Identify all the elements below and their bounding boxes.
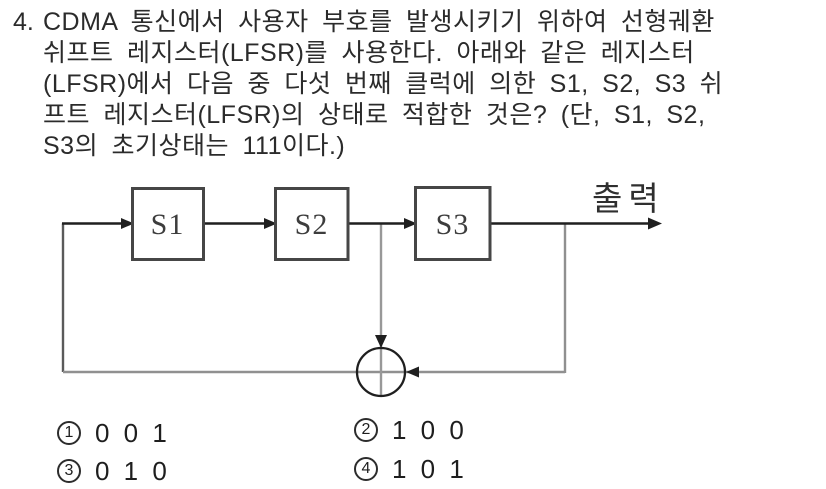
option-2-value: 1 0 0 (392, 414, 465, 445)
register-box-s3 (414, 186, 492, 261)
question-line-text: CDMA 통신에서 사용자 부호를 발생시키기 위하여 선형궤환 (43, 8, 715, 36)
arrow-into-xor-top-icon (375, 335, 387, 348)
register-label-s1: S1 (151, 208, 185, 241)
option-2-marker: 2 (354, 418, 378, 442)
option-2: 2 1 0 0 (354, 415, 465, 445)
register-label-s3: S3 (436, 208, 470, 241)
option-4-marker: 4 (354, 457, 378, 481)
register-label-s2: S2 (295, 208, 329, 241)
output-arrow-icon (648, 217, 662, 230)
question-number: 4. (13, 8, 34, 36)
option-4: 4 1 0 1 (354, 454, 465, 484)
arrow-into-s3-icon (404, 218, 417, 229)
xor-gate-icon (355, 346, 407, 398)
register-box-s1 (131, 187, 205, 261)
option-1-value: 0 0 1 (95, 417, 168, 448)
option-3-value: 0 1 0 (95, 455, 168, 486)
option-4-value: 1 0 1 (392, 453, 465, 484)
question-line: S3의 초기상태는 111이다.) (43, 132, 346, 160)
question-line: (LFSR)에서 다음 중 다섯 번째 클럭에 의한 S1, S2, S3 쉬 (43, 70, 724, 98)
arrow-into-s1-icon (121, 218, 134, 229)
arrow-into-xor-right-icon (406, 366, 419, 378)
option-1-marker: 1 (57, 421, 81, 445)
option-3: 3 0 1 0 (57, 456, 168, 486)
lfsr-diagram: S1 S2 S3 출력 (61, 182, 665, 398)
arrow-into-s2-icon (264, 218, 277, 229)
question-block: 4. CDMA 통신에서 사용자 부호를 발생시키기 위하여 선형궤환 쉬프트 레… (13, 7, 813, 162)
option-1: 1 0 0 1 (57, 418, 168, 448)
output-label: 출력 (592, 182, 665, 218)
question-line: 프트 레지스터(LFSR)의 상태로 적합한 것은? (단, S1, S2, (43, 101, 706, 129)
question-line: 4. CDMA 통신에서 사용자 부호를 발생시키기 위하여 선형궤환 (13, 7, 813, 38)
question-line: 쉬프트 레지스터(LFSR)를 사용한다. 아래와 같은 레지스터 (43, 39, 695, 67)
register-box-s2 (274, 187, 350, 261)
option-3-marker: 3 (57, 459, 81, 483)
